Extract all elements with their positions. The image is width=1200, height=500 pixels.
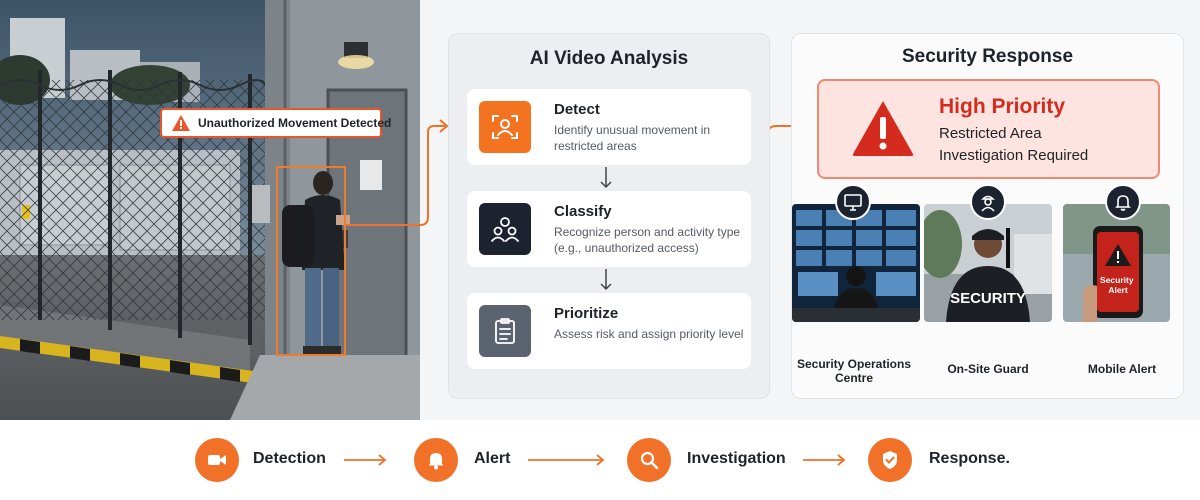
magnifier-icon [640,451,659,470]
step-prioritize-title: Prioritize [554,305,619,322]
channel-label-mobile: Mobile Alert [1087,362,1157,376]
flow-step-detection-icon-circle [195,438,239,482]
svg-text:Security Alert: Security Alert [1100,275,1136,295]
detection-bounding-box [276,166,346,356]
step-prioritize: Prioritize Assess risk and assign priori… [467,293,751,369]
phone-alert-word-1: Security [1100,275,1134,285]
arrow-down-icon [600,269,612,291]
priority-title: High Priority [939,95,1066,118]
channel-label-guard: On-Site Guard [947,362,1029,376]
channel-label-operations: Security Operations Centre [796,357,912,385]
people-group-icon [491,217,519,242]
guard-vest-text: SECURITY [950,290,1026,307]
alert-tag-label: Unauthorized Movement Detected [198,116,392,130]
step-detect-title: Detect [554,101,600,118]
bell-icon [428,453,444,470]
response-title: Security Response [901,46,1074,67]
flow-step-response-icon-circle [868,438,912,482]
operations-centre-thumbnail [792,204,920,322]
step-prioritize-description: Assess risk and assign priority level [554,327,744,341]
unauthorized-movement-tag: Unauthorized Movement Detected [160,108,391,138]
flow-step-investigation-icon-circle [627,438,671,482]
guard-icon [981,195,995,212]
scan-face-icon [492,115,518,139]
monitor-badge [835,184,871,220]
guard-badge [970,184,1006,220]
shield-check-icon [883,451,897,469]
step-detect-icon-tile [479,101,531,153]
step-detect-description: Identify unusual movement in restricted … [554,123,711,153]
flow-step-response-label: Response. [929,450,1010,467]
step-prioritize-icon-tile [479,305,531,357]
process-flow-bar: Detection Alert Investigation Response. [0,420,1200,500]
surveillance-scene-image [0,0,420,420]
phone-alert-word-2: Alert [1108,285,1128,295]
flow-step-detection-label: Detection [253,450,326,467]
warning-triangle-icon [172,115,190,131]
monitor-wall-image [792,204,920,322]
step-classify-title: Classify [554,203,612,220]
step-classify-description: Recognize person and activity type (e.g.… [554,225,741,255]
priority-line-1: Restricted Area [939,125,1042,142]
monitor-icon [844,194,862,211]
camera-feed-photo: Unauthorized Movement Detected [0,0,420,420]
bell-icon [1115,195,1131,211]
clipboard-list-icon [495,318,515,344]
arrow-down-icon [600,167,612,189]
flow-arrow-icon [344,454,387,466]
video-camera-icon [208,455,226,465]
flow-step-investigation-label: Investigation [687,450,786,467]
high-priority-box: High Priority Restricted Area Investigat… [817,79,1160,179]
warning-triangle-icon [852,101,914,156]
step-classify-icon-tile [479,203,531,255]
flow-arrow-icon [803,454,846,466]
phone-alert-image: Security Alert [1063,204,1170,322]
on-site-guard-thumbnail: SECURITY [924,204,1052,322]
flow-step-alert-label: Alert [474,450,511,467]
step-detect: Detect Identify unusual movement in rest… [467,89,751,165]
connector-photo-to-detect [346,125,446,226]
ai-video-analysis-card: AI Video Analysis Detect Identify unusua… [448,33,770,399]
guard-image: SECURITY [924,204,1052,322]
analysis-title: AI Video Analysis [529,48,689,69]
mobile-alert-thumbnail: Security Alert [1063,204,1170,322]
step-classify: Classify Recognize person and activity t… [467,191,751,267]
connector-arrowhead-detect [439,119,449,133]
bell-badge [1105,184,1141,220]
person-figure [282,171,350,354]
flow-arrow-icon [528,454,605,466]
priority-line-2: Investigation Required [939,147,1089,164]
flow-step-alert-icon-circle [414,438,458,482]
